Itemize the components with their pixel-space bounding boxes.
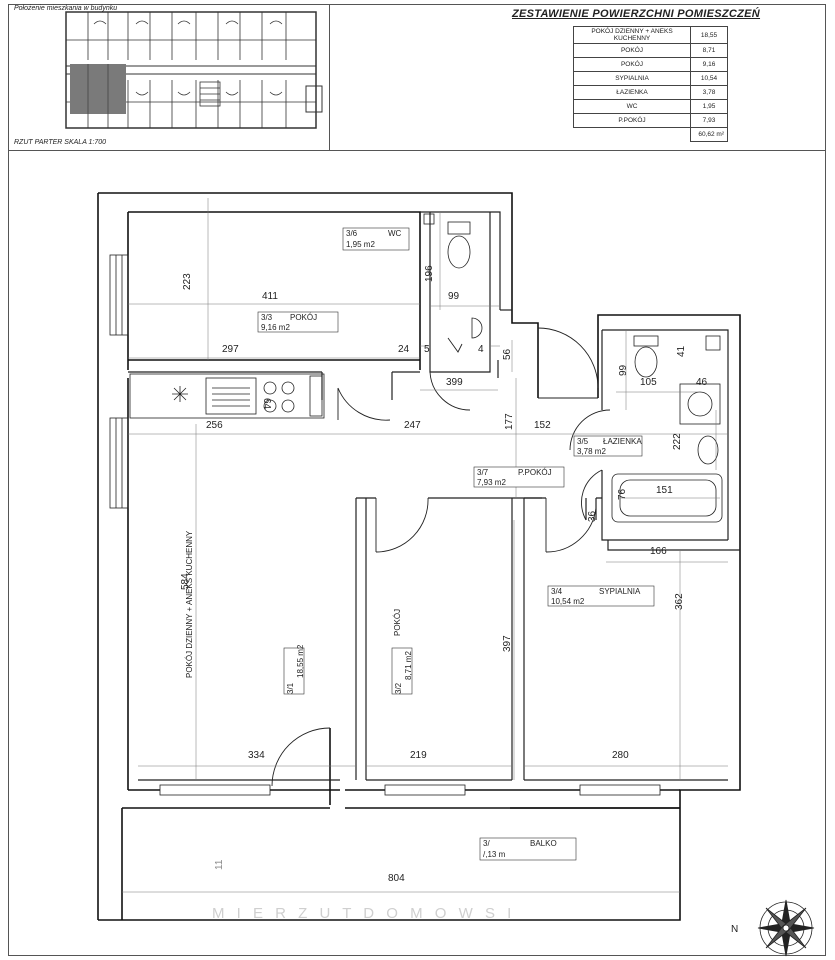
room-name-dzienny: POKÓJ DZIENNY + ANEKS KUCHENNY bbox=[185, 530, 194, 678]
apartment-highlight bbox=[70, 64, 126, 114]
outer-walls bbox=[97, 192, 741, 921]
fixtures bbox=[129, 213, 723, 523]
dimension-label: 196 bbox=[424, 265, 435, 282]
dimension-label: 11 bbox=[214, 859, 225, 870]
plan-caption: RZUT PARTER SKALA 1:700 bbox=[14, 139, 107, 146]
room-area-pokoj-3-2: 8,71 m2 bbox=[404, 651, 413, 680]
dimension-label: 334 bbox=[248, 750, 265, 761]
room-area-sypialnia: 10,54 m2 bbox=[551, 597, 585, 606]
dimension-label: 219 bbox=[410, 750, 427, 761]
sheet-frame bbox=[8, 4, 826, 956]
dimension-label: 222 bbox=[672, 433, 683, 450]
dimension-label: 41 bbox=[676, 345, 687, 357]
dimension-label: 105 bbox=[640, 377, 657, 388]
key-plan-box bbox=[8, 4, 330, 150]
dimension-label: 46 bbox=[696, 377, 708, 388]
dimension-label: 247 bbox=[404, 420, 421, 431]
doors bbox=[271, 327, 611, 787]
dimension-label: 76 bbox=[617, 488, 628, 500]
room-area-dzienny: 18,55 m2 bbox=[296, 644, 305, 678]
room-number-balkon: 3/ bbox=[483, 839, 490, 848]
dimension-label: 280 bbox=[612, 750, 629, 761]
room-number-pokoj-3-2: 3/2 bbox=[394, 682, 403, 694]
room-area-balkon: /,13 m bbox=[483, 850, 506, 859]
dimension-label: 5 bbox=[424, 344, 430, 355]
dimension-label: 256 bbox=[206, 420, 223, 431]
room-name-balkon: BALKO bbox=[530, 839, 557, 848]
room-name-wc: WC bbox=[388, 229, 402, 238]
windows bbox=[109, 254, 661, 796]
room-number-wc: 3/6 bbox=[346, 229, 358, 238]
room-name-pokoj-3-2: POKÓJ bbox=[393, 608, 402, 636]
compass-rose-icon bbox=[757, 899, 815, 957]
dimension-label: 397 bbox=[502, 635, 513, 652]
dimension-label: 64 bbox=[261, 398, 272, 410]
dimension-label: 411 bbox=[262, 291, 278, 302]
room-number-pokoj-3-3: 3/3 bbox=[261, 313, 273, 322]
dimension-label: 297 bbox=[222, 344, 239, 355]
dimension-label: 24 bbox=[398, 344, 410, 355]
dimension-label: 36 bbox=[587, 510, 598, 522]
dimension-label: 4 bbox=[478, 344, 484, 355]
room-number-sypialnia: 3/4 bbox=[551, 587, 563, 596]
room-name-ppokoj: P.POKÓJ bbox=[518, 468, 552, 477]
internal-walls bbox=[128, 211, 740, 781]
room-area-wc: 1,95 m2 bbox=[346, 240, 375, 249]
dimension-label: 99 bbox=[448, 291, 460, 302]
schedule-room-name: P.POKÓJ bbox=[573, 113, 691, 128]
location-label: Położenie mieszkania w budynku bbox=[14, 5, 118, 12]
room-area-ppokoj: 7,93 m2 bbox=[477, 478, 506, 487]
table-row: 60,62 m² bbox=[574, 127, 728, 142]
room-number-ppokoj: 3/7 bbox=[477, 468, 489, 477]
dimension-label: 56 bbox=[502, 348, 513, 360]
dimension-label: 223 bbox=[182, 273, 193, 290]
dimension-label: 399 bbox=[446, 377, 463, 388]
dimension-lines bbox=[122, 198, 728, 893]
dimension-label: 166 bbox=[650, 546, 667, 557]
room-area-pokoj-3-3: 9,16 m2 bbox=[261, 323, 290, 332]
dimension-label: 804 bbox=[388, 873, 405, 884]
room-number-dzienny: 3/1 bbox=[286, 682, 295, 694]
room-name-lazienka: ŁAZIENKA bbox=[603, 437, 642, 446]
dimension-label: 99 bbox=[618, 364, 629, 376]
room-area-lazienka: 3,78 m2 bbox=[577, 447, 606, 456]
dimension-label: 152 bbox=[534, 420, 551, 431]
room-name-pokoj-3-3: POKÓJ bbox=[290, 313, 318, 322]
room-name-sypialnia: SYPIALNIA bbox=[599, 587, 641, 596]
schedule-title: ZESTAWIENIE POWIERZCHNI POMIESZCZEŃ bbox=[512, 8, 761, 20]
schedule-total: 60,62 m² bbox=[690, 127, 728, 142]
room-tag-boxes bbox=[257, 227, 655, 861]
dimension-label: 151 bbox=[656, 485, 673, 496]
watermark: M I E R Z U T D O M O W S I bbox=[212, 905, 516, 922]
dimension-label: 362 bbox=[674, 593, 685, 610]
dimension-label: 177 bbox=[504, 413, 515, 430]
header-separator bbox=[8, 150, 826, 151]
dimension-label: 584 bbox=[180, 573, 191, 590]
compass-north-label: N bbox=[731, 924, 739, 935]
room-number-lazienka: 3/5 bbox=[577, 437, 589, 446]
